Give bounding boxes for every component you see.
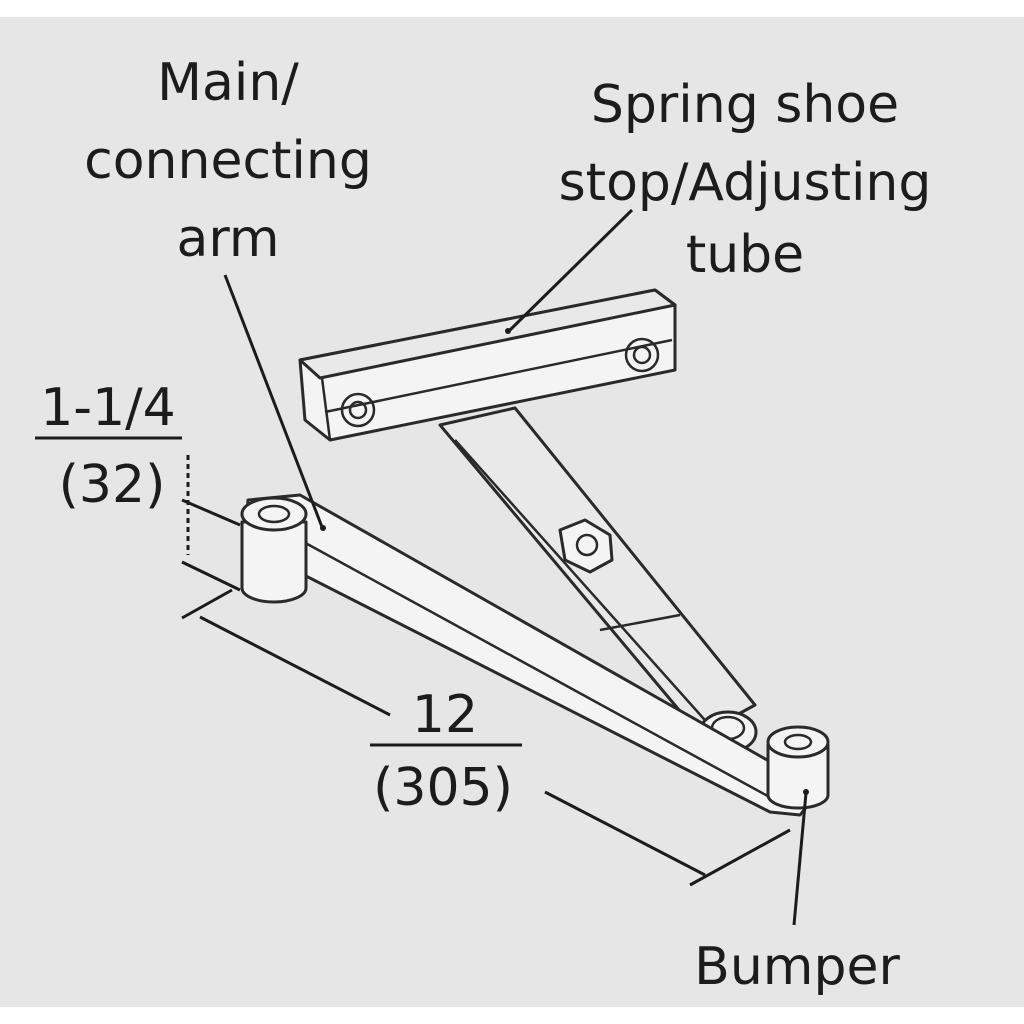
length-dimension [181, 588, 791, 887]
shaft-hub [240, 496, 308, 604]
spring-shoe-label-line2: stop/Adjusting [559, 153, 932, 213]
main-arm-label-line3: arm [177, 209, 280, 269]
height-mm-label: (32) [59, 455, 166, 515]
height-dimension [35, 436, 241, 592]
spring-shoe-tube [298, 288, 677, 442]
spring-shoe-leader [508, 208, 634, 332]
length-mm-label: (305) [373, 758, 513, 818]
main-arm [240, 493, 822, 817]
bumper-label: Bumper [694, 937, 900, 997]
bumper-leader [792, 792, 808, 926]
main-arm-label-line1: Main/ [157, 53, 299, 113]
spring-shoe-label-line1: Spring shoe [591, 75, 899, 135]
length-in-label: 12 [412, 685, 478, 745]
main-arm-leader [223, 274, 324, 528]
main-arm-label-line2: connecting [84, 131, 372, 191]
bumper [766, 725, 830, 810]
height-in-label: 1-1/4 [40, 378, 176, 438]
spring-shoe-label-line3: tube [686, 225, 804, 285]
adjusting-nut [558, 518, 614, 574]
